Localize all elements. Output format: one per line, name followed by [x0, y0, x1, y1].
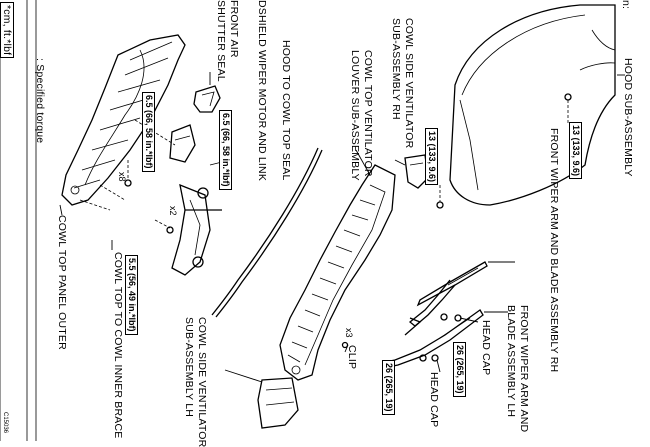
label-hood-to-cowl-top-seal: HOOD TO COWL TOP SEAL: [280, 40, 292, 181]
torque-13-cowl-side: 13 (133, 9.6): [425, 128, 438, 186]
label-front-wiper-arm-blade-lh-2: BLADE ASSEMBLY LH: [505, 305, 517, 418]
hood-sub-assembly-shape: [449, 4, 616, 206]
torque-5-5-brace: 5.5 (56, 49 in.*lbf): [125, 255, 138, 335]
legend-unit-box: *cm, ft.*lbf: [0, 2, 14, 59]
torque-26-rh: 26 (265, 19): [453, 342, 466, 397]
figure-id: C15036: [2, 412, 8, 434]
legend-specified-torque: : Specified torque: [34, 58, 46, 144]
qty-x2: x2: [168, 206, 178, 216]
label-front-wiper-arm-blade-lh-1: FRONT WIPER ARM AND: [518, 305, 530, 433]
label-cowl-side-ventilator-rh-1: COWL SIDE VENTILATOR: [403, 18, 415, 149]
label-front-air-shutter-seal-2: SHUTTER SEAL: [215, 0, 227, 82]
label-windshield-wiper-motor-link: DSHIELD WIPER MOTOR AND LINK: [256, 0, 268, 182]
front-wiper-arm-blade-rh-shape: [404, 261, 488, 336]
torque-13-hood: 13 (133, 9.6): [569, 122, 582, 180]
header-fragment: n:: [620, 0, 632, 10]
cowl-side-ventilator-lh-shape: [257, 377, 299, 429]
qty-x8: x8: [117, 172, 127, 182]
label-head-cap-1: HEAD CAP: [480, 320, 492, 376]
torque-6-5-panel: 6.5 (66, 58 in.*lbf): [142, 92, 155, 172]
torque-26-lh: 26 (265, 19): [382, 360, 395, 415]
label-front-air-shutter-seal-1: FRONT AIR: [228, 0, 240, 58]
label-cowl-side-ventilator-lh-1: COWL SIDE VENTILATOR: [196, 317, 208, 447]
qty-x3: x3: [344, 328, 354, 338]
torque-6-5-shutter: 6.5 (66, 58 in.*lbf): [219, 110, 232, 190]
label-head-cap-2: HEAD CAP: [428, 372, 440, 428]
hood-bolt-shape: [564, 93, 572, 101]
cowl-top-ventilator-louver-shape: [279, 164, 396, 381]
label-cowl-top-panel-outer: COWL TOP PANEL OUTER: [56, 215, 68, 350]
label-clip: CLIP: [346, 345, 358, 370]
cowl-top-panel-outer-shape: [61, 34, 186, 206]
front-wiper-arm-blade-lh-shape: [383, 309, 484, 368]
label-cowl-side-ventilator-rh-2: SUB-ASSEMBLY RH: [390, 18, 402, 120]
label-cowl-side-ventilator-lh-2: SUB-ASSEMBLY LH: [183, 317, 195, 418]
label-cowl-top-ventilator-louver-1: COWL TOP VENTILATOR: [362, 50, 374, 177]
windshield-wiper-motor-link-shape: [169, 124, 222, 276]
hood-to-cowl-top-seal-shape: [211, 147, 319, 316]
front-air-shutter-seal-shape: [193, 85, 221, 113]
label-front-wiper-arm-blade-rh: FRONT WIPER ARM AND BLADE ASSEMBLY RH: [548, 128, 560, 373]
label-hood-sub-assembly: HOOD SUB-ASSEMBLY: [622, 58, 634, 177]
label-cowl-top-to-cowl-inner-brace: COWL TOP TO COWL INNER BRACE: [112, 252, 124, 439]
cowl-side-ventilator-rh-shape: [404, 154, 429, 189]
label-cowl-top-ventilator-louver-2: LOUVER SUB-ASSEMBLY: [349, 50, 361, 181]
